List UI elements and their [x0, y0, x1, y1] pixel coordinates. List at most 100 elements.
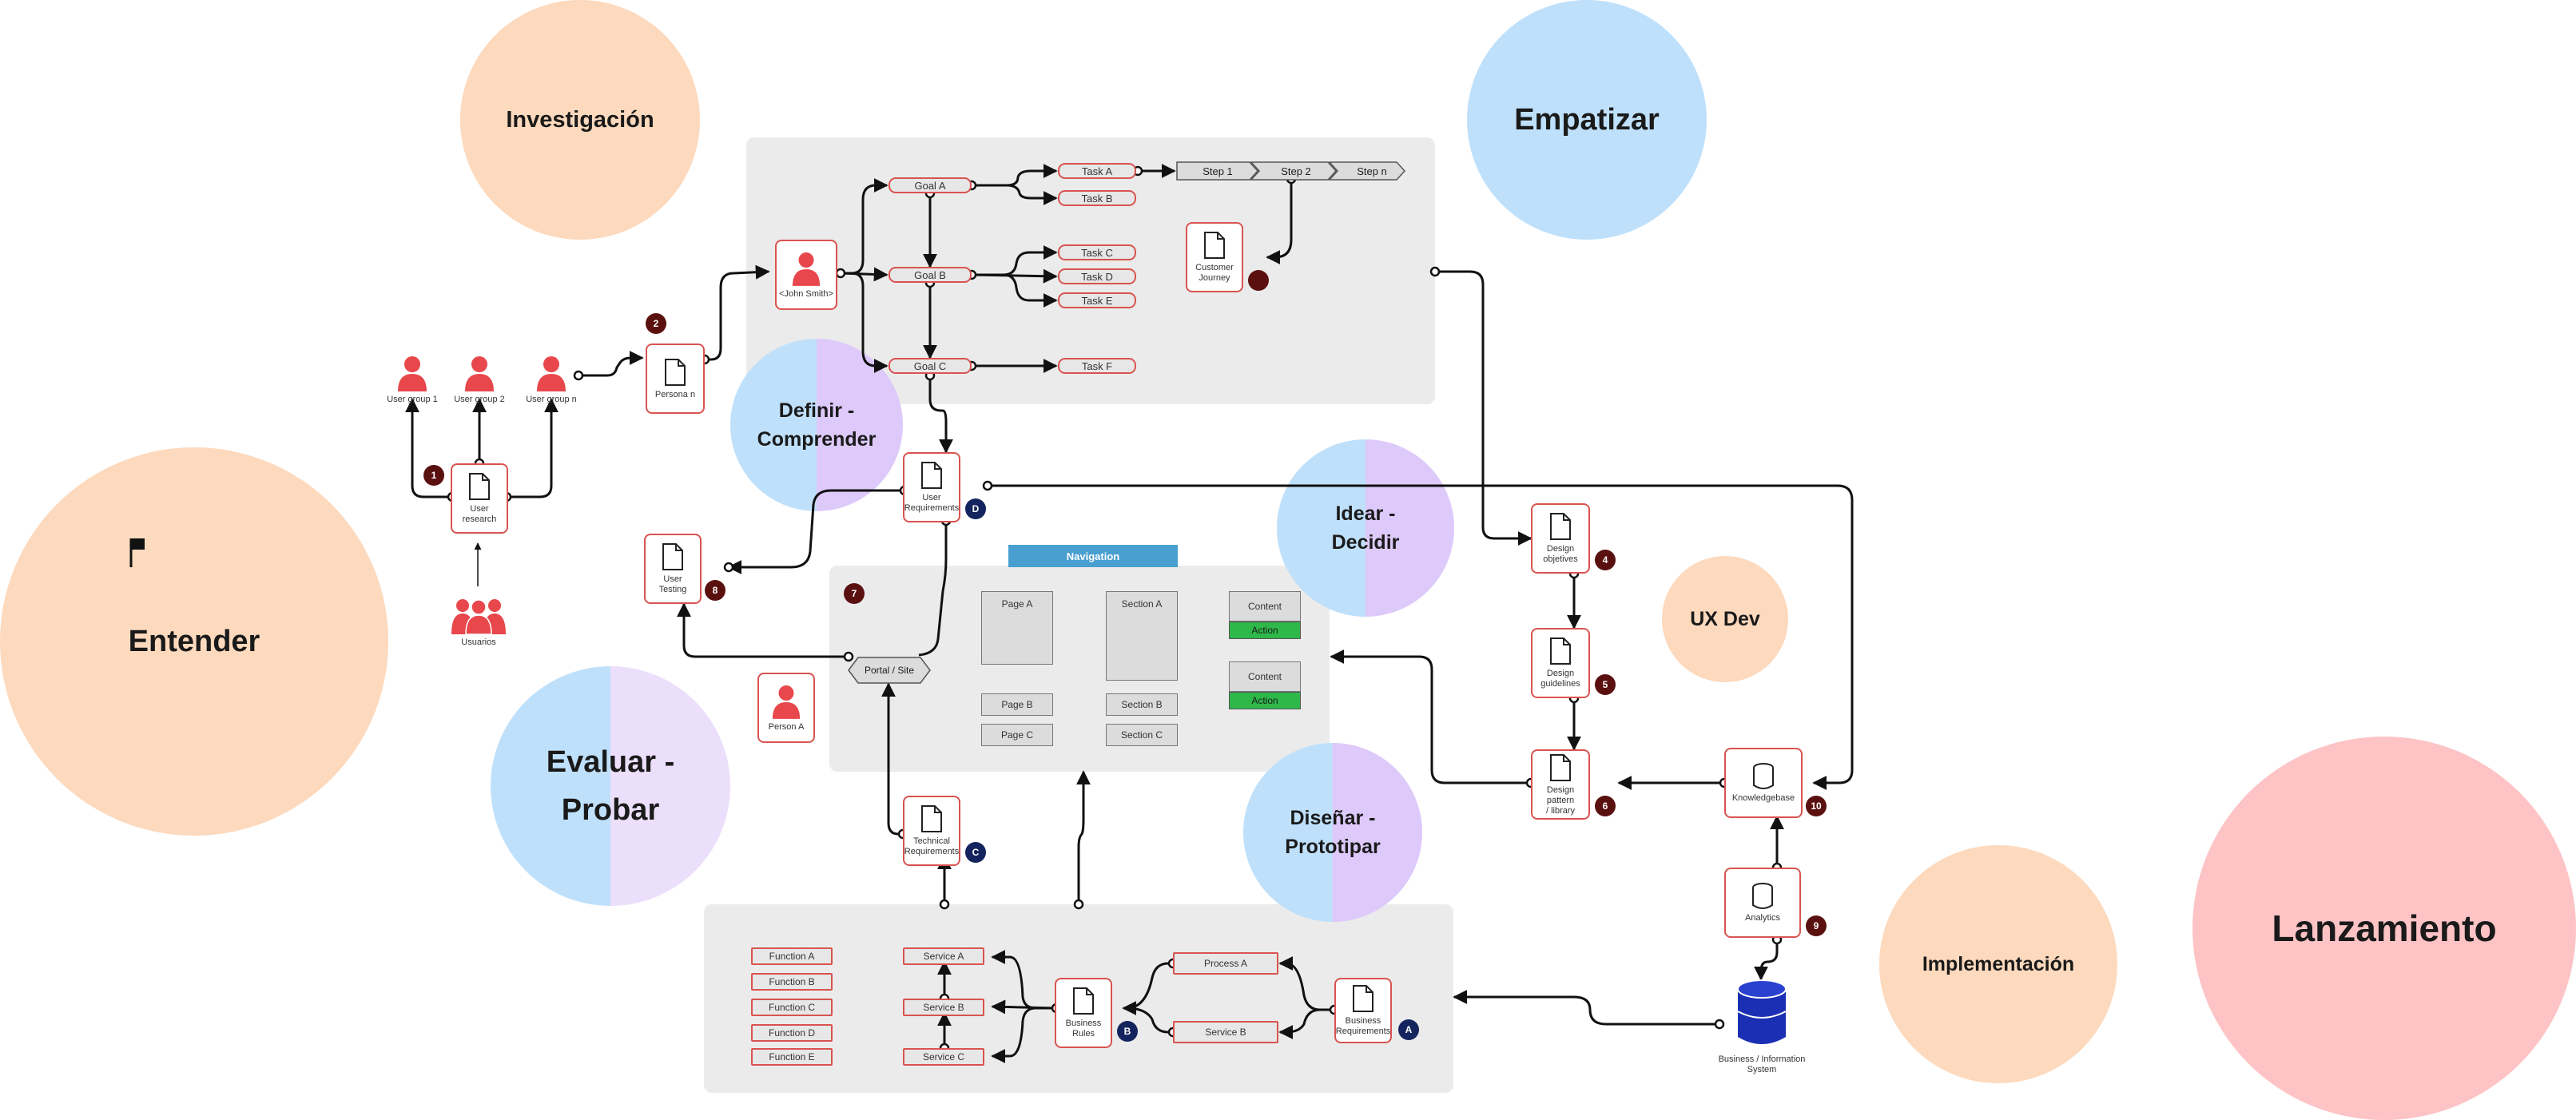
- design-objectives-card[interactable]: Design objetives: [1531, 503, 1590, 574]
- card-label: User: [470, 504, 489, 514]
- badge-8: 8: [705, 580, 725, 601]
- user-testing-card[interactable]: User Testing: [644, 534, 702, 604]
- process-a[interactable]: Process A: [1173, 952, 1278, 975]
- card-label: Analytics: [1744, 912, 1781, 923]
- task-b[interactable]: Task B: [1058, 190, 1136, 206]
- phase-label: Definir -: [778, 399, 855, 422]
- phase-empatizar: Empatizar: [1467, 0, 1707, 240]
- phase-label: Probar: [561, 793, 660, 827]
- navigation-bar[interactable]: Navigation: [1008, 545, 1178, 567]
- goal-b[interactable]: Goal B: [888, 267, 972, 283]
- badge-journey: [1248, 270, 1269, 291]
- task-f[interactable]: Task F: [1058, 358, 1136, 374]
- document-icon: [1073, 987, 1094, 1015]
- step-2[interactable]: Step 2: [1281, 165, 1311, 177]
- phase-definir: Definir -Comprender: [730, 339, 903, 511]
- badge-b: B: [1117, 1021, 1138, 1042]
- phase-disenar: Diseñar -Prototipar: [1243, 743, 1422, 922]
- user-group-2: User group 2: [454, 355, 505, 411]
- phase-label: Decidir: [1331, 531, 1400, 554]
- card-label: Testing: [658, 585, 687, 594]
- section-c[interactable]: Section C: [1106, 724, 1178, 746]
- badge-9: 9: [1806, 915, 1827, 936]
- user-group-n: User group n: [526, 355, 577, 411]
- step-1[interactable]: Step 1: [1203, 165, 1233, 177]
- user-requirements-card[interactable]: User Requirements: [903, 452, 960, 522]
- user-group-1: User group 1: [387, 355, 438, 411]
- badge-10: 10: [1806, 796, 1827, 816]
- business-requirements-card[interactable]: Business Requirements: [1334, 978, 1392, 1043]
- page-a[interactable]: Page A: [981, 591, 1053, 665]
- page-b[interactable]: Page B: [981, 693, 1053, 716]
- card-label: User: [922, 493, 941, 502]
- service-a[interactable]: Service A: [903, 947, 984, 965]
- technical-requirements-card[interactable]: Technical Requirements: [903, 796, 960, 866]
- card-label: Customer: [1195, 263, 1234, 272]
- service-c[interactable]: Service C: [903, 1048, 984, 1066]
- service-b[interactable]: Service B: [903, 999, 984, 1016]
- process-service-b[interactable]: Service B: [1173, 1021, 1278, 1043]
- usuarios-group: Usuarios: [447, 598, 510, 650]
- function-e[interactable]: Function E: [751, 1048, 833, 1066]
- document-icon: [1353, 985, 1373, 1012]
- card-label: Requirements: [904, 847, 960, 856]
- content-1[interactable]: Content: [1229, 591, 1301, 622]
- phase-lanzamiento: Lanzamiento: [2192, 737, 2576, 1120]
- goal-c[interactable]: Goal C: [888, 358, 972, 374]
- business-rules-card[interactable]: Business Rules: [1055, 978, 1112, 1048]
- document-icon: [1550, 637, 1571, 665]
- card-label: Design pattern: [1546, 784, 1575, 805]
- goal-a[interactable]: Goal A: [888, 177, 972, 193]
- task-e[interactable]: Task E: [1058, 292, 1136, 308]
- phase-label: Evaluar -: [546, 745, 675, 779]
- badge-7: 7: [844, 583, 865, 604]
- card-label: Persona n: [654, 389, 696, 399]
- user-research-card[interactable]: User research: [451, 463, 508, 534]
- user-group-label: User group n: [526, 395, 577, 404]
- person-a-card[interactable]: Person A: [757, 673, 815, 743]
- card-label: <John Smith>: [779, 288, 833, 299]
- card-label: Journey: [1199, 273, 1230, 283]
- task-c[interactable]: Task C: [1058, 244, 1136, 260]
- content-2[interactable]: Content: [1229, 661, 1301, 692]
- design-pattern-card[interactable]: Design pattern / library: [1531, 749, 1590, 820]
- john-smith-card[interactable]: <John Smith>: [775, 240, 837, 310]
- analytics-card[interactable]: Analytics: [1724, 868, 1801, 938]
- function-a[interactable]: Function A: [751, 947, 833, 965]
- knowledgebase-card[interactable]: Knowledgebase: [1724, 748, 1803, 818]
- card-label: guidelines: [1540, 679, 1580, 689]
- badge-c: C: [965, 842, 986, 863]
- document-icon: [1550, 513, 1571, 540]
- page-c[interactable]: Page C: [981, 724, 1053, 746]
- design-guidelines-card[interactable]: Design guidelines: [1531, 628, 1590, 698]
- function-b[interactable]: Function B: [751, 973, 833, 991]
- persona-card[interactable]: Persona n: [646, 344, 705, 414]
- database-icon: [1752, 882, 1773, 909]
- portal-site[interactable]: Portal / Site: [864, 665, 915, 676]
- badge-a: A: [1398, 1019, 1419, 1040]
- action-2[interactable]: Action: [1229, 692, 1301, 709]
- card-label: objetives: [1543, 554, 1578, 564]
- function-c[interactable]: Function C: [751, 999, 833, 1016]
- steps-chevrons: [1176, 161, 1406, 181]
- document-icon: [1204, 232, 1225, 259]
- phase-label: Empatizar: [1514, 102, 1660, 137]
- task-d[interactable]: Task D: [1058, 268, 1136, 284]
- step-n[interactable]: Step n: [1357, 165, 1387, 177]
- card-label: Technical: [913, 836, 950, 846]
- people-icon: [451, 599, 506, 635]
- action-1[interactable]: Action: [1229, 622, 1301, 639]
- phase-label: Lanzamiento: [2272, 908, 2497, 949]
- bis-label: Business / Information: [1718, 1054, 1806, 1064]
- badge-1: 1: [423, 465, 444, 486]
- function-d[interactable]: Function D: [751, 1024, 833, 1042]
- phase-uxdev: UX Dev: [1662, 556, 1788, 682]
- customer-journey-card[interactable]: Customer Journey: [1186, 222, 1243, 292]
- document-icon: [921, 462, 942, 489]
- section-b[interactable]: Section B: [1106, 693, 1178, 716]
- document-icon: [665, 358, 686, 386]
- section-a[interactable]: Section A: [1106, 591, 1178, 681]
- task-a[interactable]: Task A: [1058, 163, 1136, 179]
